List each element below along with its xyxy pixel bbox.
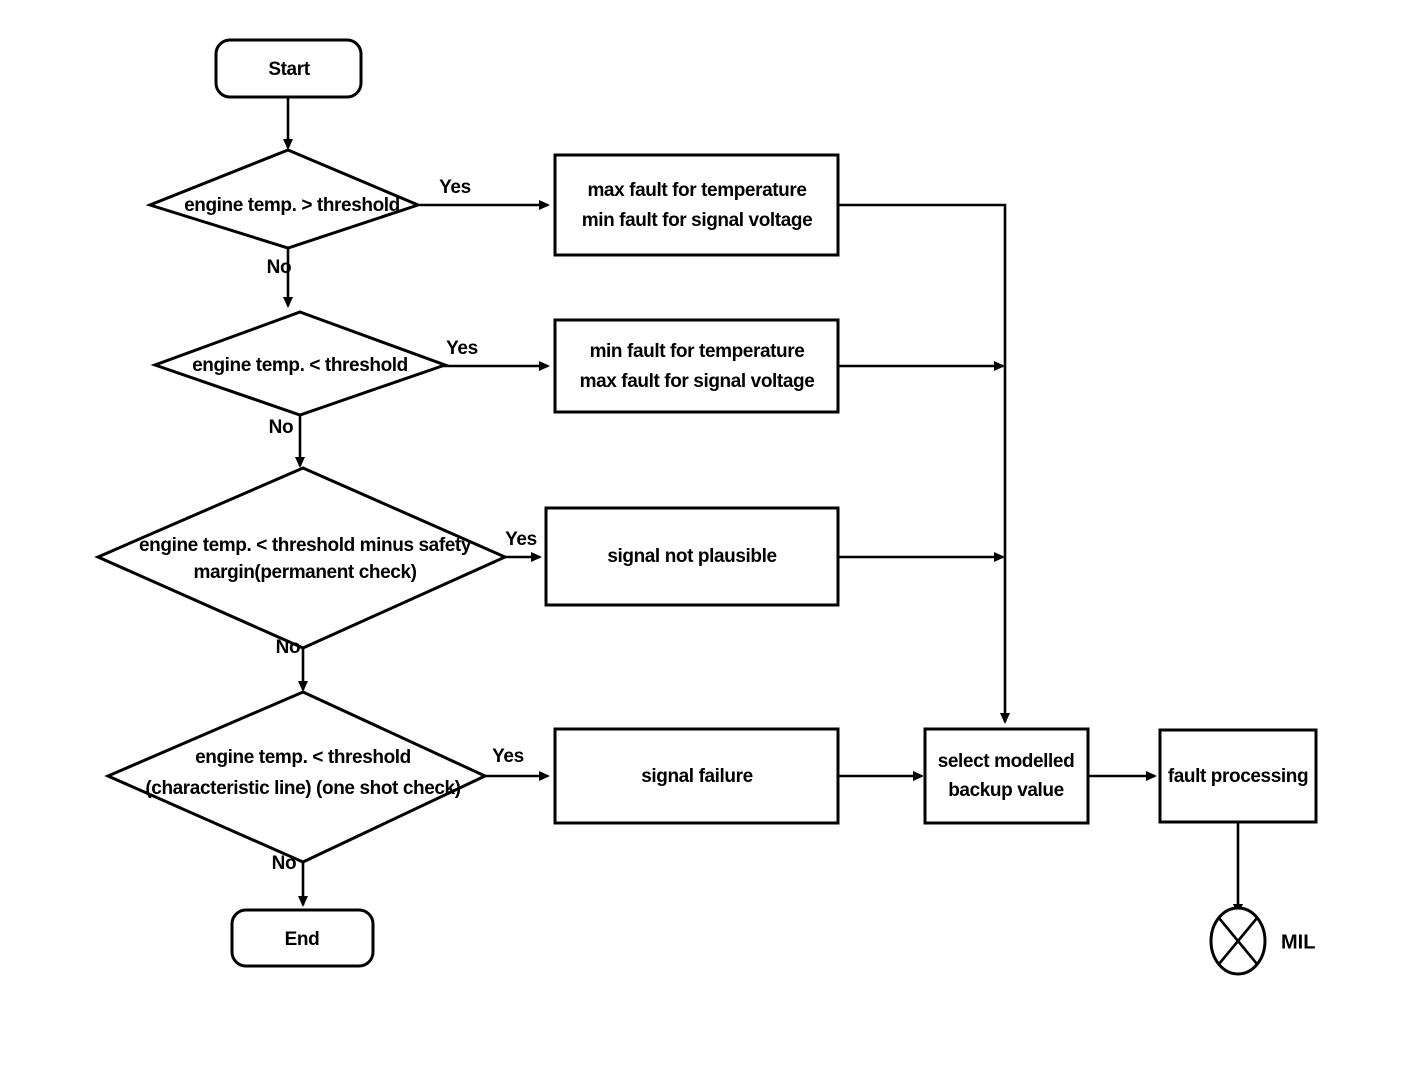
mil-label: MIL: [1281, 931, 1315, 953]
node-process4[interactable]: [553, 727, 840, 825]
node-end-label: End: [285, 929, 320, 950]
node-process1-label-line2: min fault for signal voltage: [582, 210, 813, 231]
node-decision1[interactable]: [145, 148, 423, 250]
crossed-circle-icon: [1209, 906, 1267, 976]
branch-label-yes-4: Yes: [492, 746, 524, 767]
node-process3[interactable]: [544, 506, 840, 607]
node-process5[interactable]: [923, 727, 1090, 825]
node-decision3[interactable]: [94, 466, 509, 650]
node-process4-label: signal failure: [641, 766, 753, 787]
node-process5-label-line1: select modelled: [938, 751, 1075, 772]
node-start[interactable]: [214, 38, 363, 99]
node-process6[interactable]: [1158, 728, 1318, 824]
node-start-label: Start: [268, 59, 310, 80]
node-process2-label-line2: max fault for signal voltage: [580, 371, 815, 392]
branch-label-no-3: No: [276, 637, 301, 658]
branch-label-no-4: No: [272, 853, 297, 874]
branch-label-no-1: No: [267, 257, 292, 278]
node-decision4-label-line1: engine temp. < threshold: [195, 747, 411, 768]
node-end[interactable]: [230, 908, 375, 968]
node-decision2-label: engine temp. < threshold: [192, 355, 408, 376]
node-decision1-label: engine temp. > threshold: [184, 195, 400, 216]
node-process1[interactable]: [553, 153, 840, 257]
branch-label-yes-1: Yes: [439, 177, 471, 198]
node-decision4[interactable]: [104, 690, 489, 864]
node-decision4-label-line2: (characteristic line) (one shot check): [145, 778, 460, 799]
branch-label-yes-3: Yes: [505, 529, 537, 550]
node-process2-label-line1: min fault for temperature: [590, 341, 805, 362]
branch-label-yes-2: Yes: [446, 338, 478, 359]
node-process6-label: fault processing: [1168, 766, 1308, 787]
connector-process1-to-process5-bus: [838, 203, 1010, 724]
node-process3-label: signal not plausible: [607, 546, 776, 567]
node-decision3-label-line1: engine temp. < threshold minus safety: [139, 535, 472, 556]
node-decision2[interactable]: [150, 310, 450, 417]
branch-label-no-2: No: [269, 417, 294, 438]
node-decision3-label-line2: margin(permanent check): [193, 562, 416, 583]
node-process2[interactable]: [553, 318, 840, 414]
node-process5-label-line2: backup value: [948, 780, 1064, 801]
node-process1-label-line1: max fault for temperature: [587, 180, 806, 201]
